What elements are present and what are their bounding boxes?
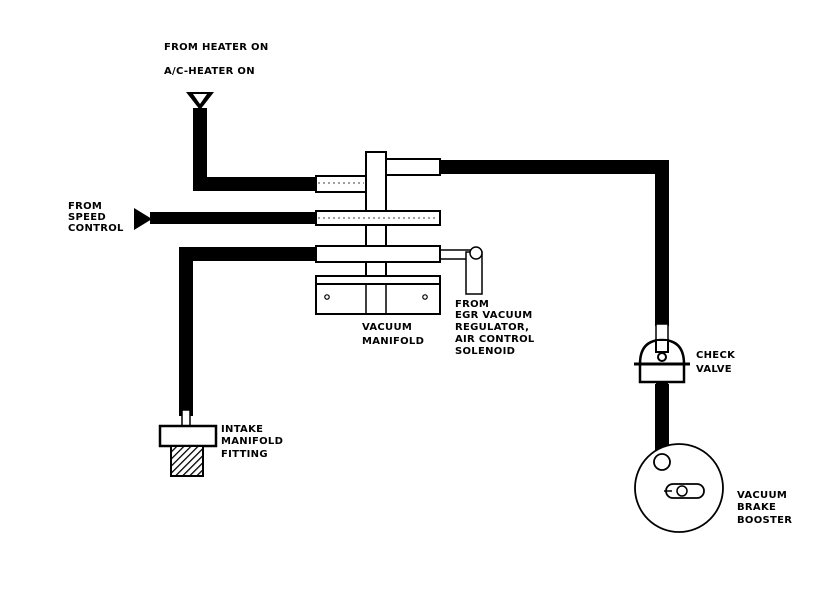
manifold-bolt-left — [324, 294, 330, 300]
label-speed-line3: CONTROL — [68, 223, 124, 234]
label-check-line1: CHECK — [696, 350, 736, 361]
label-intake-line3: FITTING — [221, 449, 268, 460]
vacuum-brake-booster — [634, 443, 724, 533]
label-egr-line1: FROM — [455, 299, 489, 310]
speed-control-hose — [134, 208, 316, 230]
manifold-port-heater — [315, 175, 367, 193]
brake-booster-hose — [440, 160, 669, 452]
label-speed-line2: SPEED — [68, 212, 106, 223]
egr-elbow-icon — [469, 246, 483, 260]
label-booster-line1: VACUUM — [737, 490, 787, 501]
label-manifold-line2: MANIFOLD — [362, 336, 424, 347]
label-egr-line2: EGR VACUUM — [455, 310, 533, 321]
label-booster-line2: BRAKE — [737, 502, 776, 513]
intake-hose — [179, 247, 316, 427]
label-egr-line5: SOLENOID — [455, 346, 515, 357]
label-check-line2: VALVE — [696, 364, 732, 375]
label-egr-line3: REGULATOR, — [455, 322, 529, 333]
label-egr-line4: AIR CONTROL — [455, 334, 535, 345]
label-intake-line1: INTAKE — [221, 424, 263, 435]
booster-inlet-icon — [653, 453, 671, 471]
egr-connection — [440, 246, 483, 295]
manifold-bolt-right — [422, 294, 428, 300]
label-intake-line2: MANIFOLD — [221, 436, 283, 447]
manifold-port-intake — [315, 245, 441, 263]
fitting-thread-icon — [170, 445, 204, 477]
label-heater-line2: A/C-HEATER ON — [164, 66, 255, 77]
label-manifold-line1: VACUUM — [362, 322, 412, 333]
vacuum-manifold — [315, 151, 441, 315]
speed-control-hose-end-icon — [134, 208, 152, 230]
heater-hose — [186, 92, 316, 191]
manifold-port-booster — [385, 158, 441, 176]
label-heater-line1: FROM HEATER ON — [164, 42, 269, 53]
label-speed-line1: FROM — [68, 201, 102, 212]
check-valve-ball-icon — [657, 352, 667, 362]
check-valve — [634, 338, 690, 390]
label-booster-line3: BOOSTER — [737, 515, 792, 526]
intake-manifold-fitting — [158, 424, 218, 477]
